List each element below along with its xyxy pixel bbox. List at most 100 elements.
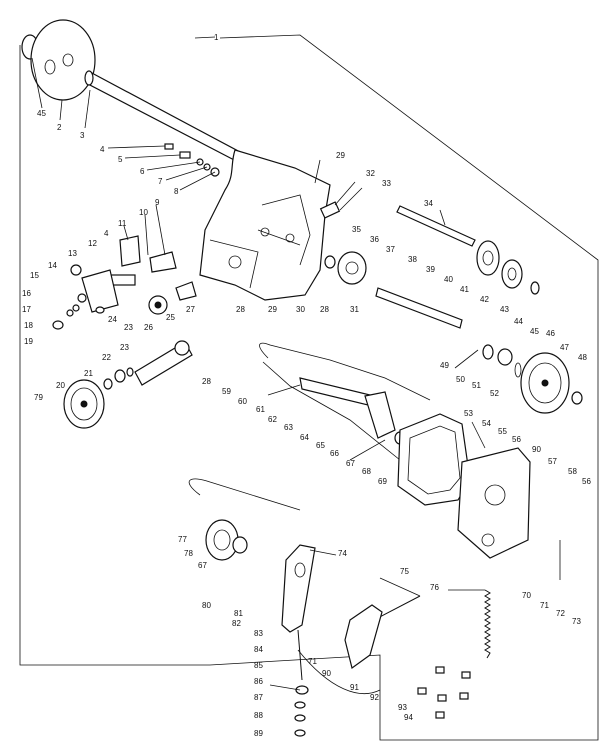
label-15: 15: [30, 271, 39, 280]
label-77: 77: [178, 535, 187, 544]
part-link-27: [175, 281, 197, 301]
label-39: 39: [426, 265, 435, 274]
label-48: 48: [578, 353, 587, 362]
label-12: 12: [88, 239, 97, 248]
label-46: 46: [546, 329, 555, 338]
label-4b: 4: [104, 229, 109, 238]
part-bracket-90: [344, 604, 383, 670]
label-2: 2: [57, 123, 62, 132]
part-clip-46: [514, 362, 522, 378]
label-75: 75: [400, 567, 409, 576]
label-56b: 56: [582, 477, 591, 486]
label-26: 26: [144, 323, 153, 332]
label-44: 44: [514, 317, 523, 326]
label-61: 61: [256, 405, 265, 414]
label-35: 35: [352, 225, 361, 234]
label-40: 40: [444, 275, 453, 284]
part-shaft-38-39: [396, 205, 476, 247]
part-handwheel-20: [63, 367, 134, 429]
label-56: 56: [512, 435, 521, 444]
label-81: 81: [234, 609, 243, 618]
label-76: 76: [430, 583, 439, 592]
label-32: 32: [366, 169, 375, 178]
part-cam-shaft-25: [134, 340, 193, 386]
label-11: 11: [118, 219, 127, 228]
label-29b: 29: [336, 151, 345, 160]
middle-group-outline: [259, 342, 431, 461]
assembly-boundary: [19, 34, 599, 741]
label-88: 88: [254, 711, 263, 720]
label-51: 51: [472, 381, 481, 390]
label-68: 68: [362, 467, 371, 476]
label-58: 58: [568, 467, 577, 476]
label-92: 92: [370, 693, 379, 702]
label-16: 16: [22, 289, 31, 298]
label-9: 9: [155, 198, 160, 207]
label-71: 71: [540, 601, 549, 610]
part-drum-disc: [21, 19, 96, 101]
label-45a: 45: [37, 109, 46, 118]
label-27: 27: [186, 305, 195, 314]
label-57: 57: [548, 457, 557, 466]
part-lever-82: [281, 544, 316, 633]
part-spring-76: [484, 589, 491, 659]
leader-lines: [31, 36, 561, 691]
lower-group-outline: [188, 478, 381, 694]
label-7: 7: [158, 177, 163, 186]
label-19: 19: [24, 337, 33, 346]
label-52: 52: [490, 389, 499, 398]
label-28c: 28: [320, 305, 329, 314]
part-shift-shaft-65: [299, 377, 406, 445]
label-18: 18: [24, 321, 33, 330]
label-86: 86: [254, 677, 263, 686]
label-30: 30: [296, 305, 305, 314]
label-25: 25: [166, 313, 175, 322]
label-66: 66: [330, 449, 339, 458]
label-20: 20: [56, 381, 65, 390]
label-69: 69: [378, 477, 387, 486]
label-5: 5: [118, 155, 123, 164]
part-bushing-52: [497, 348, 513, 366]
part-gear-37: [337, 251, 367, 285]
label-90: 90: [532, 445, 541, 454]
part-gear-42: [476, 240, 500, 276]
label-70: 70: [522, 591, 531, 600]
label-10: 10: [139, 208, 148, 217]
part-gear-43: [501, 259, 523, 289]
label-24: 24: [108, 315, 117, 324]
label-42: 42: [480, 295, 489, 304]
part-screws-93-94: [417, 666, 471, 719]
part-shaft-41: [375, 287, 463, 329]
label-94: 94: [404, 713, 413, 722]
label-28: 28: [202, 377, 211, 386]
label-79: 79: [34, 393, 43, 402]
label-34: 34: [424, 199, 433, 208]
part-gear-47: [520, 352, 570, 414]
label-59: 59: [222, 387, 231, 396]
label-13: 13: [68, 249, 77, 258]
label-67b: 67: [198, 561, 207, 570]
label-84: 84: [254, 645, 263, 654]
label-85: 85: [254, 661, 263, 670]
label-87: 87: [254, 693, 263, 702]
label-6: 6: [140, 167, 145, 176]
label-37: 37: [386, 245, 395, 254]
label-29: 29: [268, 305, 277, 314]
label-91: 91: [350, 683, 359, 692]
label-67: 67: [346, 459, 355, 468]
label-89: 89: [254, 729, 263, 738]
part-washer-44: [530, 281, 540, 295]
label-65: 65: [316, 441, 325, 450]
label-93: 93: [398, 703, 407, 712]
label-82: 82: [232, 619, 241, 628]
label-4: 4: [100, 145, 105, 154]
label-50: 50: [456, 375, 465, 384]
label-73: 73: [572, 617, 581, 626]
label-55: 55: [498, 427, 507, 436]
label-43: 43: [500, 305, 509, 314]
part-housing: [199, 149, 331, 301]
label-38: 38: [408, 255, 417, 264]
part-pin-33: [319, 201, 341, 219]
label-74: 74: [338, 549, 347, 558]
